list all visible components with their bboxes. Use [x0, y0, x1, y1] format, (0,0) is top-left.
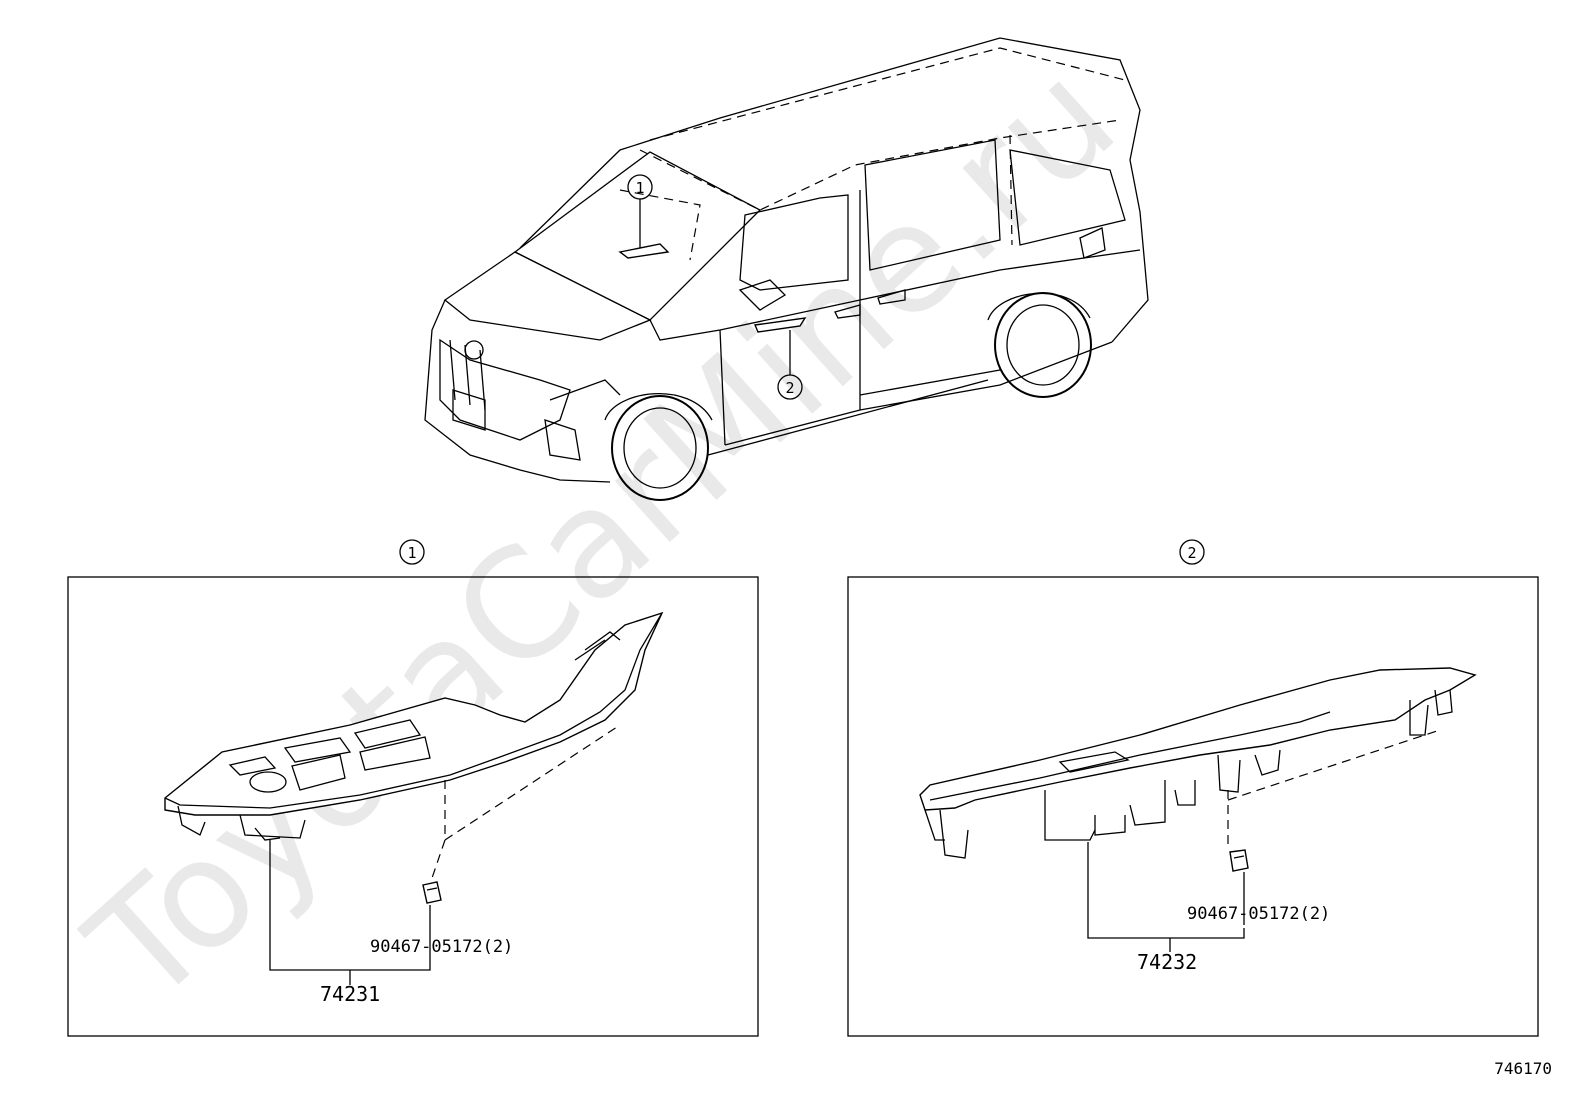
clip-1[interactable] — [422, 881, 442, 904]
rear-switch-base-74232[interactable] — [919, 667, 1477, 859]
callout-1-marker[interactable]: 1 — [627, 174, 653, 248]
panel-1-part-number: 74231 — [320, 982, 380, 1006]
clip-2[interactable] — [1229, 849, 1249, 872]
front-switch-base-74231[interactable] — [164, 611, 664, 841]
panel-2-index: 2 — [1187, 544, 1196, 562]
panel-1-index: 1 — [407, 544, 416, 562]
panel-1-clip-label: 90467-05172(2) — [370, 937, 513, 957]
panel-2: 2 — [847, 539, 1539, 1037]
panel-1-index-circle — [399, 539, 425, 565]
vehicle-illustration — [424, 37, 1149, 501]
callout-2-number: 2 — [785, 379, 794, 397]
panel-1: 1 90467-05172( — [67, 539, 759, 1037]
callout-1-number: 1 — [635, 179, 644, 197]
panel-2-frame — [847, 576, 1539, 1037]
watermark: ToyotaCarMine.ru — [57, 31, 1148, 1038]
panel-2-clip-label: 90467-05172(2) — [1187, 904, 1330, 924]
panel-1-frame — [67, 576, 759, 1037]
callout-2-marker[interactable]: 2 — [777, 330, 803, 400]
panel-2-index-circle — [1179, 539, 1205, 565]
panel-2-part-number: 74232 — [1137, 950, 1197, 974]
diagram-id: 746170 — [1494, 1059, 1552, 1078]
